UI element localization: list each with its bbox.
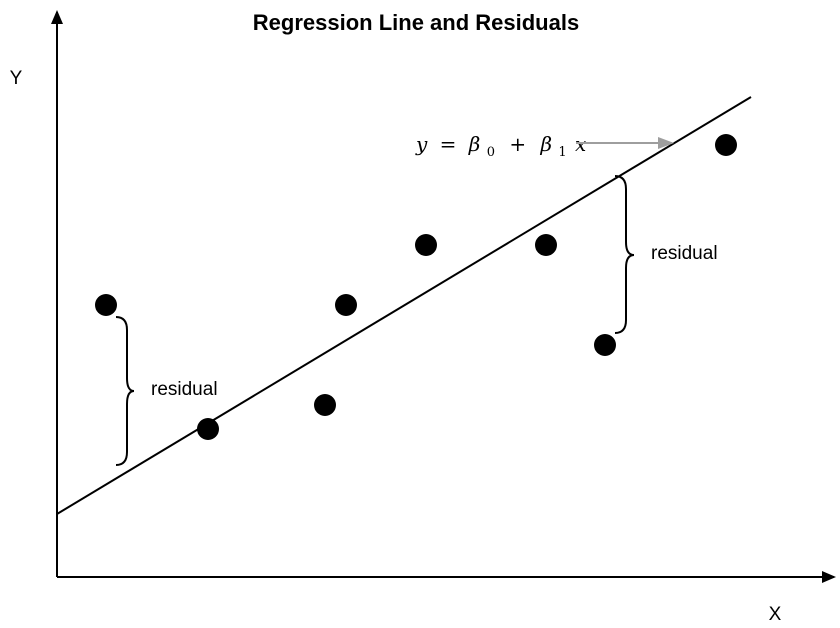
data-point (335, 294, 357, 316)
data-point (594, 334, 616, 356)
regression-line (56, 96, 752, 515)
equation-equals: = (440, 132, 457, 156)
data-point (197, 418, 219, 440)
equation-beta0-subscript: 0 (487, 145, 495, 160)
diagram-title: Regression Line and Residuals (253, 10, 579, 35)
residual-brace-right (614, 175, 635, 334)
residual-label-left: residual (151, 379, 218, 400)
equation-lhs: y (415, 132, 428, 156)
y-axis-label: Y (10, 68, 23, 89)
equation-beta1-subscript: 1 (558, 145, 566, 160)
x-axis-label: X (769, 604, 782, 625)
residual-brace-left (115, 316, 135, 466)
data-point (314, 394, 336, 416)
regression-equation: y = β 0 + β 1 x (415, 132, 586, 161)
residual-label-right: residual (651, 243, 718, 264)
equation-plus: + (509, 132, 526, 156)
data-point (535, 234, 557, 256)
data-point (415, 234, 437, 256)
equation-beta1: β (539, 132, 552, 156)
data-points (95, 134, 737, 440)
equation-beta0: β (468, 132, 481, 156)
data-point (95, 294, 117, 316)
data-point (715, 134, 737, 156)
